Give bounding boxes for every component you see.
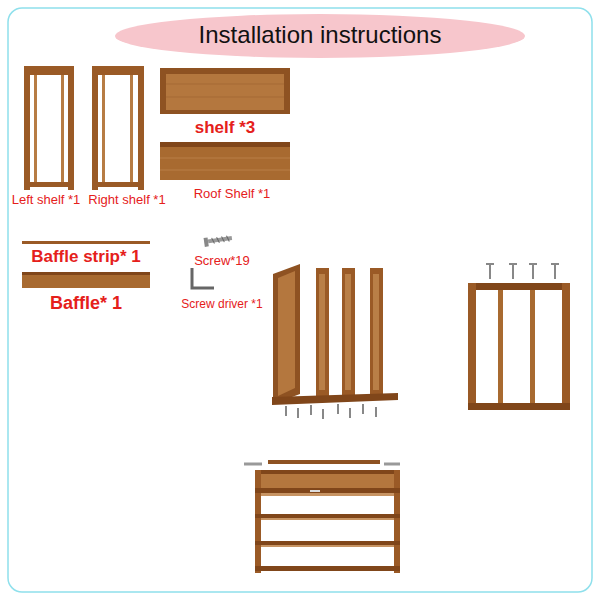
roof-shelf-panel: [160, 142, 290, 180]
part-label: Screw*19: [194, 254, 250, 268]
part-label: Baffle* 1: [50, 294, 122, 314]
left-side-frame: [24, 66, 74, 190]
part-label: Baffle strip* 1: [31, 248, 141, 267]
right-side-frame: [92, 66, 144, 190]
label-slot: Screw driver *1: [181, 298, 262, 311]
label-slot: shelf *3: [195, 119, 255, 138]
label-slot: Roof Shelf *1: [194, 187, 271, 201]
label-slot: Baffle strip* 1: [31, 248, 141, 267]
page-frame: [8, 8, 592, 592]
step-three-figure: [244, 462, 400, 573]
part-label: Left shelf *1: [12, 193, 81, 207]
baffle-strip-part: [22, 241, 150, 244]
title-band: [115, 14, 525, 58]
part-label: Screw driver *1: [181, 298, 262, 311]
label-slot: Left shelf *1: [12, 193, 81, 207]
step-two-figure: [468, 264, 570, 410]
label-slot: Right shelf *1: [88, 193, 165, 207]
title-slot: Installation instructions: [199, 21, 442, 50]
screw-icon: [204, 234, 233, 247]
part-label: Roof Shelf *1: [194, 187, 271, 201]
page-title: Installation instructions: [199, 21, 442, 50]
shelf-panel: [160, 68, 290, 114]
baffle-part: [22, 272, 150, 288]
label-slot: Screw*19: [194, 254, 250, 268]
part-label: Right shelf *1: [88, 193, 165, 207]
label-slot: Baffle* 1: [50, 294, 122, 314]
part-label: shelf *3: [195, 119, 255, 138]
hex-key-icon: [192, 268, 214, 288]
step-one-figure: [272, 264, 398, 419]
